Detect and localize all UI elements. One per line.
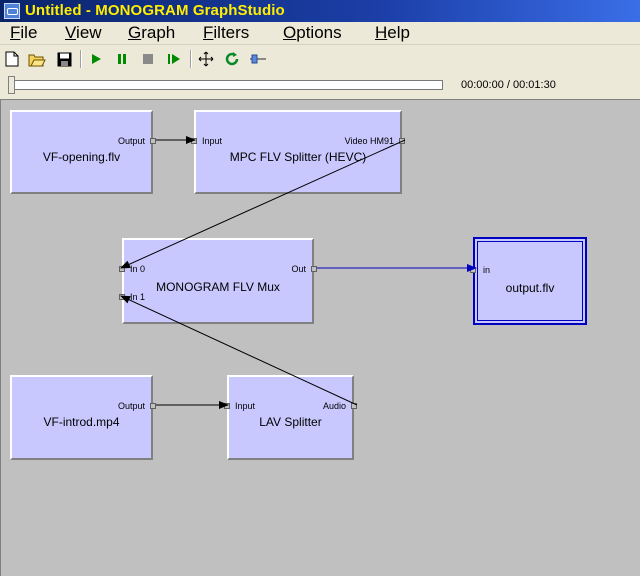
pin-label-out: Out <box>291 264 306 274</box>
menu-options[interactable]: Options <box>283 23 342 42</box>
menu-graph[interactable]: Graph <box>128 23 176 42</box>
title-bar: Untitled - MONOGRAM GraphStudio <box>0 0 640 22</box>
output-pin[interactable] <box>150 138 156 144</box>
filter-name: LAV Splitter <box>259 415 322 429</box>
pin-label-output: Output <box>117 401 145 411</box>
time-display: 00:00:00 / 00:01:30 <box>461 79 556 91</box>
new-file-icon[interactable] <box>3 50 21 68</box>
filter-lav-splitter[interactable]: LAV Splitter Input Audio <box>224 375 357 460</box>
pin-label-audio: Audio <box>322 401 346 411</box>
pause-icon[interactable] <box>113 50 131 68</box>
toolbar-separator <box>80 50 82 68</box>
window-title: Untitled - MONOGRAM GraphStudio <box>25 2 285 19</box>
play-icon[interactable] <box>87 50 105 68</box>
output-pin[interactable] <box>150 403 156 409</box>
input-pin[interactable] <box>470 267 476 273</box>
pin-label-input: Input <box>235 401 256 411</box>
save-icon[interactable] <box>55 50 73 68</box>
input-pin-1[interactable] <box>119 294 125 300</box>
filter-name: VF-opening.flv <box>42 150 121 164</box>
filter-name: output.flv <box>505 281 555 295</box>
seek-bar-thumb[interactable] <box>8 76 15 94</box>
input-pin[interactable] <box>224 403 230 409</box>
filter-mpc-flv-splitter[interactable]: MPC FLV Splitter (HEVC) Input Video HM91 <box>191 110 405 194</box>
app-icon <box>4 3 20 19</box>
filter-name: VF-introd.mp4 <box>43 415 120 429</box>
pin-label-in0: In 0 <box>130 264 146 274</box>
filter-monogram-flv-mux[interactable]: MONOGRAM FLV Mux In 0 In 1 Out <box>119 238 317 324</box>
pin-label-output: Output <box>117 136 145 146</box>
filter-name: MPC FLV Splitter (HEVC) <box>229 150 367 164</box>
output-pin[interactable] <box>351 403 357 409</box>
toolbar-separator <box>190 50 192 68</box>
input-pin[interactable] <box>191 138 197 144</box>
toolbar <box>0 45 640 72</box>
filter-vf-opening[interactable]: VF-opening.flv Output <box>10 110 156 194</box>
pin-label-in1: In 1 <box>130 292 146 302</box>
open-folder-icon[interactable] <box>28 50 46 68</box>
pin-label-input: Input <box>202 136 223 146</box>
seek-icon[interactable] <box>249 50 267 68</box>
step-frame-icon[interactable] <box>165 50 183 68</box>
menu-filters[interactable]: Filters <box>203 23 250 42</box>
output-pin[interactable] <box>311 266 317 272</box>
menu-file[interactable]: File <box>10 23 38 42</box>
stop-icon[interactable] <box>139 50 157 68</box>
menu-bar: File View Graph Filters Options Help <box>0 22 640 45</box>
filter-name: MONOGRAM FLV Mux <box>156 280 280 294</box>
pin-label-video: Video HM91 <box>344 136 394 146</box>
filter-vf-introd[interactable]: VF-introd.mp4 Output <box>10 375 156 460</box>
seek-row: 00:00:00 / 00:01:30 <box>0 72 640 100</box>
menu-help[interactable]: Help <box>375 23 410 42</box>
refresh-icon[interactable] <box>223 50 241 68</box>
input-pin-0[interactable] <box>119 266 125 272</box>
seek-bar[interactable] <box>8 80 443 90</box>
pin-label-in: in <box>483 265 491 275</box>
filter-output-flv[interactable]: output.flv in <box>470 237 587 325</box>
output-pin[interactable] <box>399 138 405 144</box>
arrange-icon[interactable] <box>197 50 215 68</box>
menu-view[interactable]: View <box>65 23 102 42</box>
